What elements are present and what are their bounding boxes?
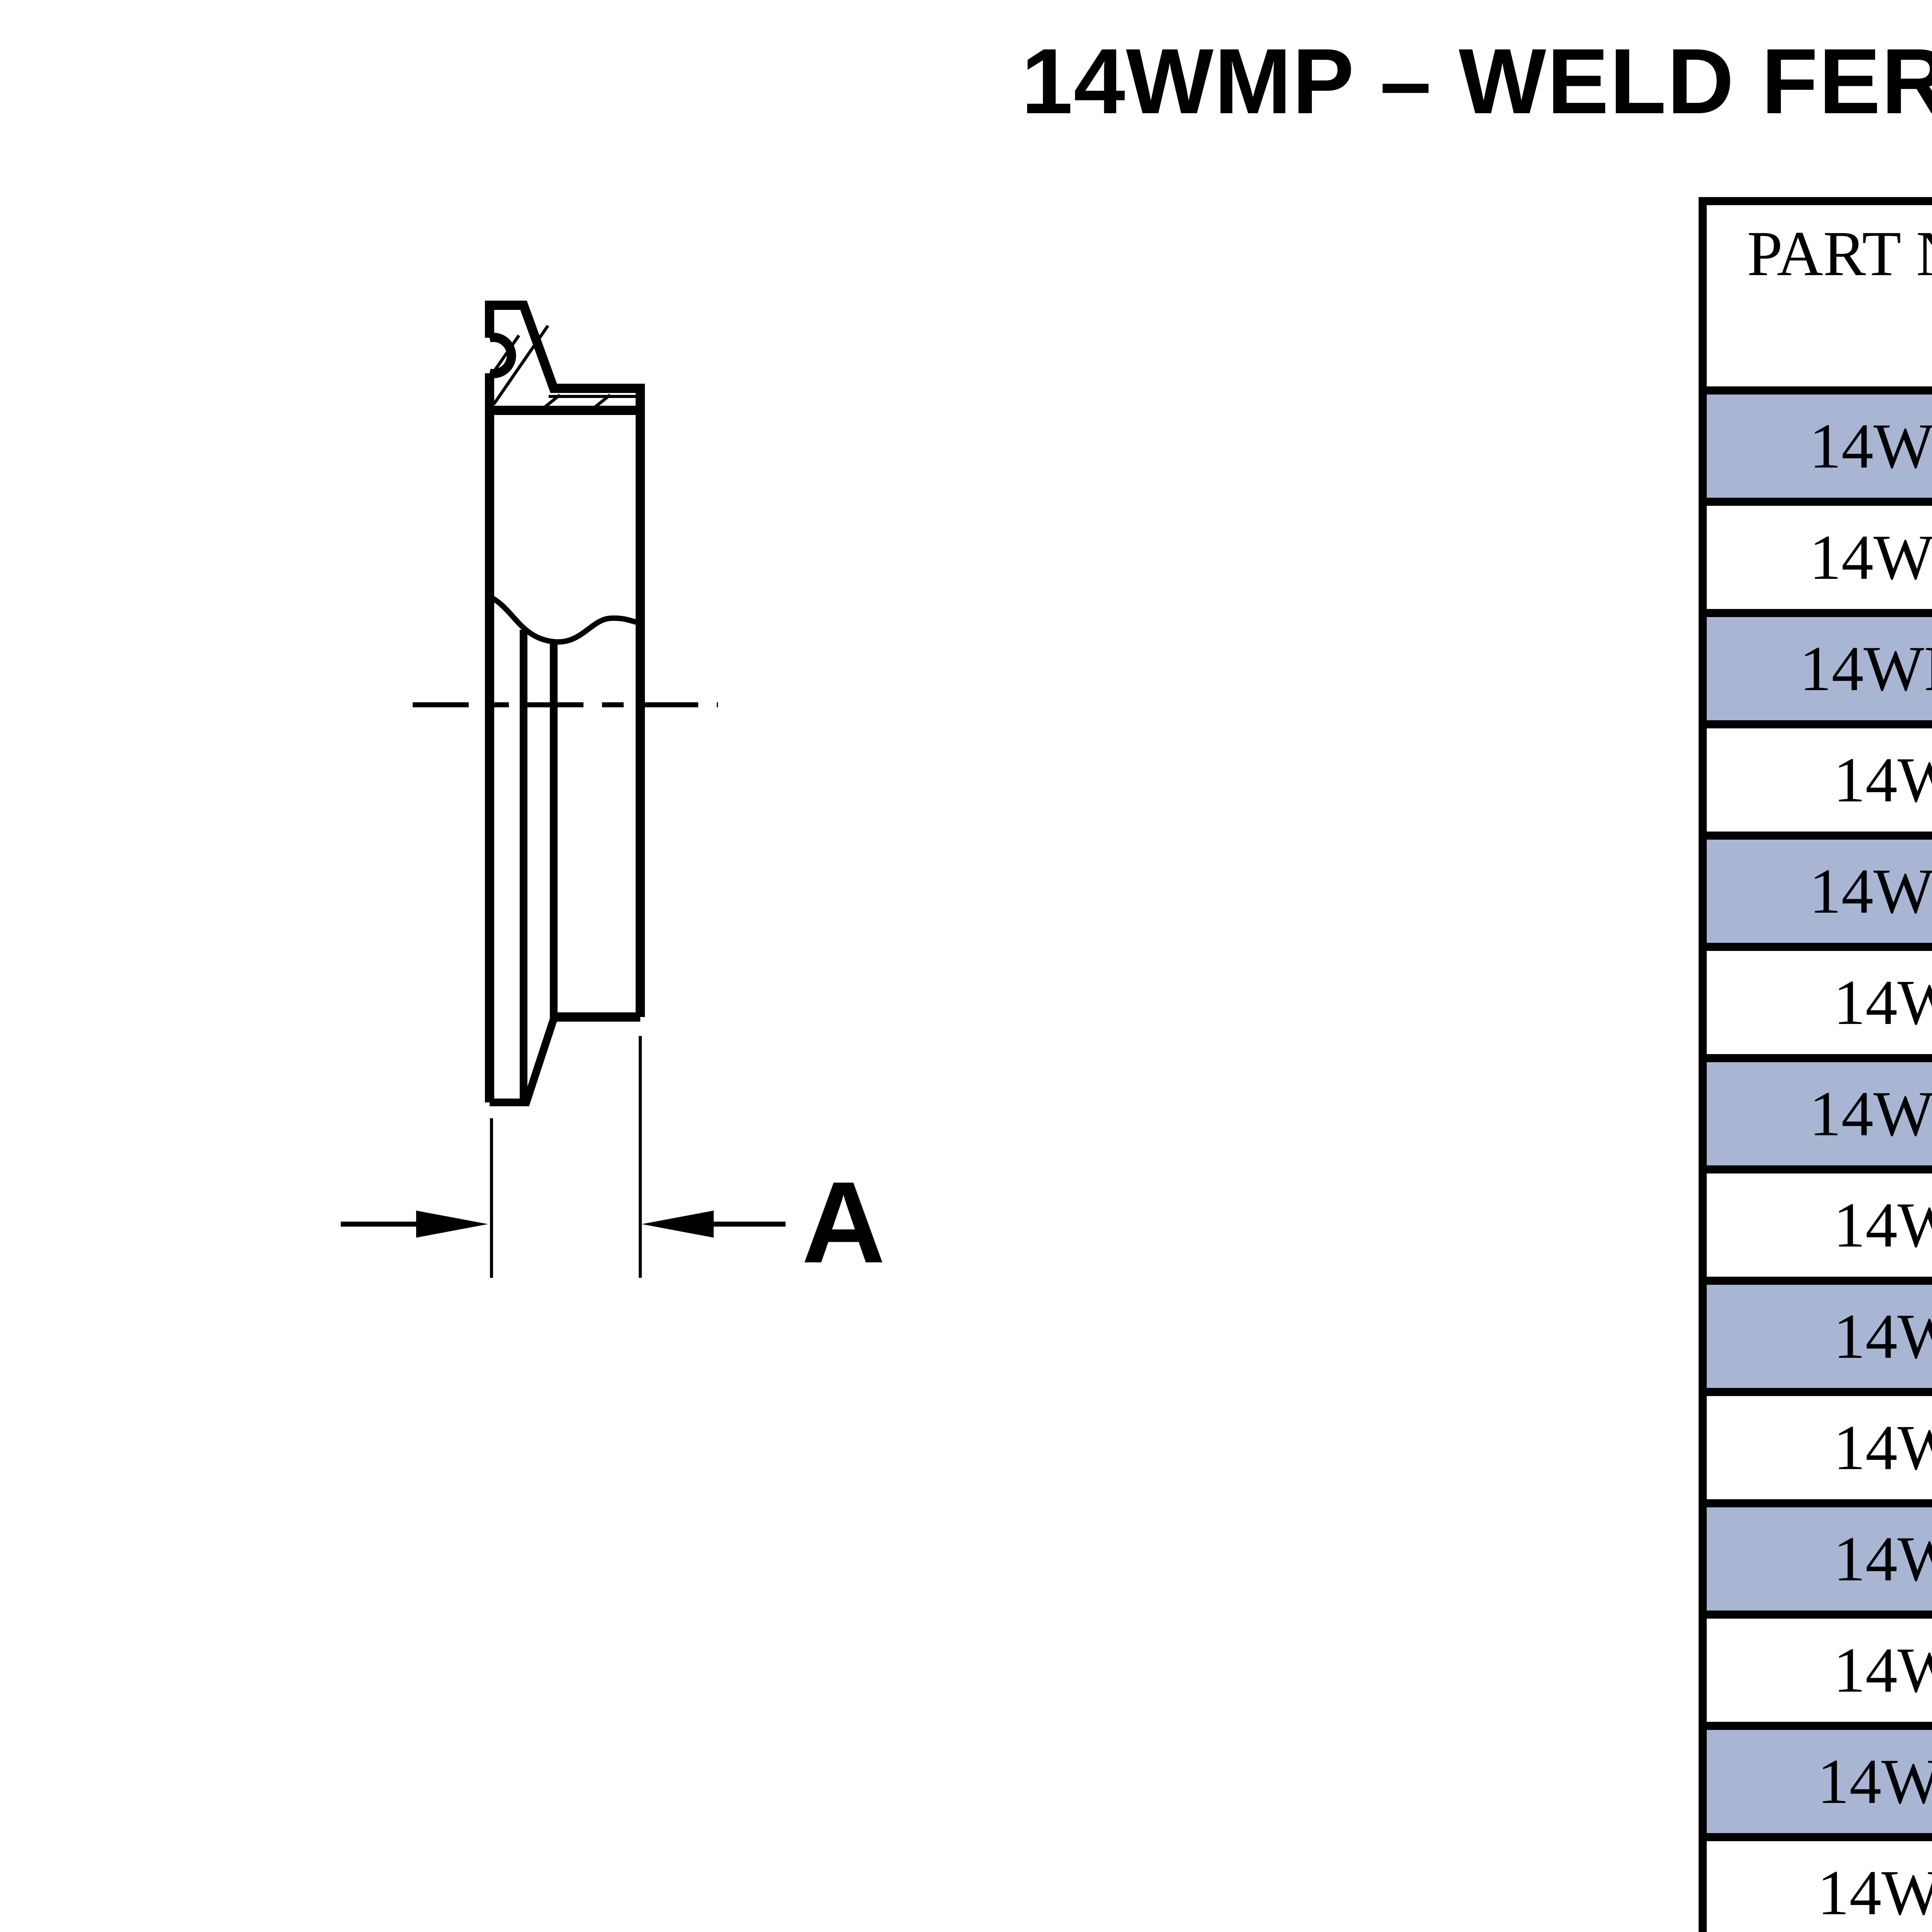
table-row: 14WMP-2 2 .500: [1698, 943, 1932, 1062]
part-number-cell: 14WMP-5: [1698, 1388, 1932, 1507]
table-row: 14WMP-1-A 1 (TYPE A) .500: [1698, 609, 1932, 728]
break-line: [488, 594, 640, 645]
part-number-cell: 14WMP-1-A: [1698, 609, 1932, 728]
dimension-arrow-left: [341, 1211, 488, 1238]
part-number-cell: 14WMP-2: [1698, 943, 1932, 1062]
part-number-cell: 14WMP-6: [1698, 1499, 1932, 1619]
hatch-line: [593, 393, 611, 409]
part-number-cell: 14WMP-2.5: [1698, 1054, 1932, 1173]
dimension-arrow-right: [642, 1211, 786, 1238]
hatch-line: [492, 325, 549, 405]
part-number-cell: 14WMP-10: [1698, 1722, 1932, 1841]
table-row: 14WMP-12 12 1.000: [1698, 1833, 1932, 1932]
table-row: 14WMP-.75 3/4 .500: [1698, 498, 1932, 617]
table-row: 14WMP-1 1 .500: [1698, 720, 1932, 840]
part-number-cell: 14WMP-.50: [1698, 386, 1932, 506]
ferrule-outline: [485, 301, 645, 1102]
table-row: 14WMP-5 5 .750: [1698, 1388, 1932, 1507]
weld-end-bevel-outline: [490, 642, 558, 1106]
table-row: 14WMP-1.5 1-1/2 .500: [1698, 832, 1932, 951]
part-number-cell: 14WMP-3: [1698, 1165, 1932, 1285]
part-number-cell: 14WMP-.75: [1698, 498, 1932, 617]
spec-table: PART NUMBER SIZE (inches) A (inches) 14W…: [1698, 197, 1932, 1932]
table-row: 14WMP-6 6 .750: [1698, 1499, 1932, 1619]
gasket-groove-arc: [488, 333, 516, 378]
header-row: PART NUMBER SIZE (inches) A (inches): [1698, 197, 1932, 395]
table-row: 14WMP-2.5 2-1/2 .500: [1698, 1054, 1932, 1173]
part-number-cell: 14WMP-12: [1698, 1833, 1932, 1932]
table-row: 14WMP-10 10 .875: [1698, 1722, 1932, 1841]
dimension-label: A: [802, 1157, 886, 1287]
hatch-line: [492, 334, 520, 373]
col-header-part-number: PART NUMBER: [1698, 197, 1932, 395]
hatch-line: [543, 393, 561, 409]
part-number-cell: 14WMP-4: [1698, 1277, 1932, 1396]
table-row: 14WMP-3 3 .500: [1698, 1165, 1932, 1285]
table-row: 14WMP-4 4 .625: [1698, 1277, 1932, 1396]
part-number-cell: 14WMP-8: [1698, 1611, 1932, 1730]
part-number-cell: 14WMP-1: [1698, 720, 1932, 840]
part-number-cell: 14WMP-1.5: [1698, 832, 1932, 951]
table-row: 14WMP-.50 1/2 .500: [1698, 386, 1932, 506]
page-title: 14WMP – WELD FERRULE, SHORT: [1021, 29, 1932, 133]
table-row: 14WMP-8 8 .875: [1698, 1611, 1932, 1730]
